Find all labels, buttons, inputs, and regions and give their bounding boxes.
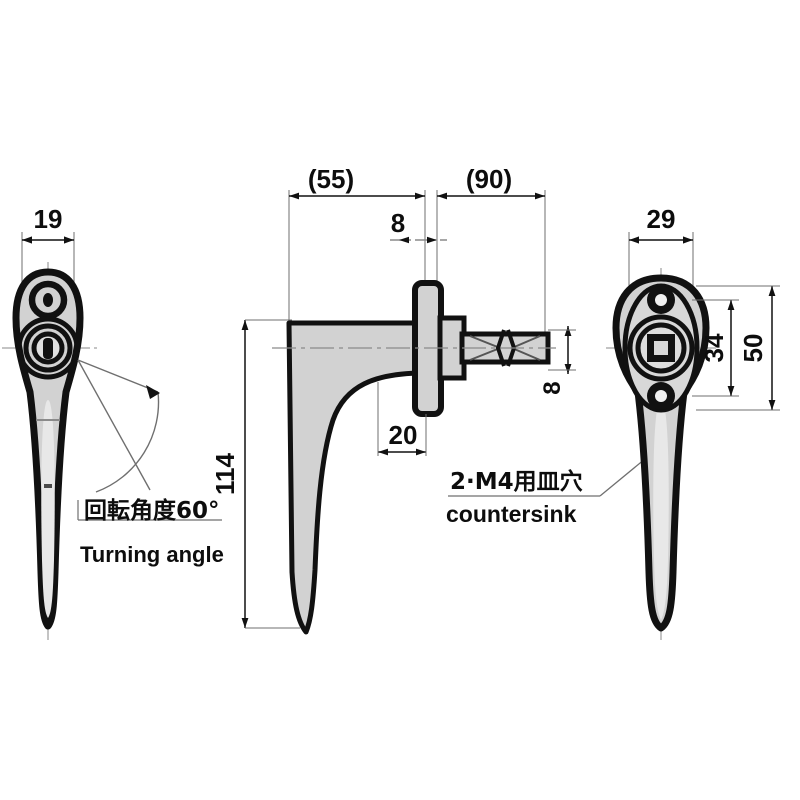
dim-label-114: 114	[210, 452, 240, 494]
countersink-hole-bottom-bore	[655, 390, 667, 402]
turning-radial-lower	[77, 359, 151, 491]
lever-highlight-rear	[653, 400, 669, 620]
arrow-right-19	[64, 236, 74, 244]
arrow-left-29	[629, 236, 639, 244]
dim-label-19: 19	[34, 204, 63, 234]
rear-view: 29 34	[606, 204, 780, 640]
arrow-top-114	[241, 320, 249, 330]
arrow-right-29	[683, 236, 693, 244]
countersink-jp-label: 2·M4用皿穴	[450, 468, 583, 495]
countersink-hole-top-bore	[655, 294, 667, 306]
arrow-top-50	[768, 286, 776, 296]
front-view: 回転角度60° Turning angle	[2, 232, 224, 640]
arrow-bottom-8-vertical	[564, 364, 572, 374]
turning-radial-upper	[77, 359, 159, 393]
arrow-right-8	[427, 236, 437, 244]
turning-arrow-head	[146, 385, 160, 399]
arrow-bottom-34	[727, 386, 735, 396]
side-view: (55) (90) 8 114	[210, 164, 576, 635]
turning-angle-arc	[95, 391, 160, 493]
arrow-left-8	[399, 236, 409, 244]
arrow-top-8-vertical	[564, 326, 572, 336]
arrow-bottom-50	[768, 400, 776, 410]
dim-label-34: 34	[699, 333, 729, 362]
arrow-left-20	[378, 448, 388, 456]
arrow-left-55	[289, 192, 299, 200]
arrow-right-90	[535, 192, 545, 200]
square-drive-bore-rear	[654, 341, 668, 355]
countersink-en-label: countersink	[446, 501, 577, 527]
dim-label-50: 50	[738, 334, 768, 363]
dim-label-55: (55)	[308, 164, 354, 194]
outer-ring-front	[16, 316, 80, 380]
dim-label-20: 20	[389, 420, 418, 450]
dim-label-29: 29	[647, 204, 676, 234]
countersink-note: 2·M4用皿穴 countersink	[446, 439, 669, 527]
lever-highlight-front	[41, 400, 55, 618]
break-zigzag-left	[495, 329, 506, 367]
arrow-bottom-114	[241, 618, 249, 628]
dim-label-8-height: 8	[539, 381, 566, 394]
dim-label-8-width: 8	[391, 208, 405, 238]
arrow-right-20	[416, 448, 426, 456]
turning-angle-en-label: Turning angle	[80, 542, 224, 567]
arrow-top-34	[727, 300, 735, 310]
handle-lever-side	[286, 320, 428, 635]
arrow-right-55	[415, 192, 425, 200]
keyway-front	[43, 338, 53, 359]
arrow-left-19	[22, 236, 32, 244]
arrow-left-90	[437, 192, 447, 200]
turning-angle-jp-label: 回転角度60°	[84, 497, 220, 524]
outer-ring-rear	[627, 314, 695, 382]
dim-label-90: (90)	[466, 164, 512, 194]
top-boss-hole-front	[43, 293, 53, 307]
